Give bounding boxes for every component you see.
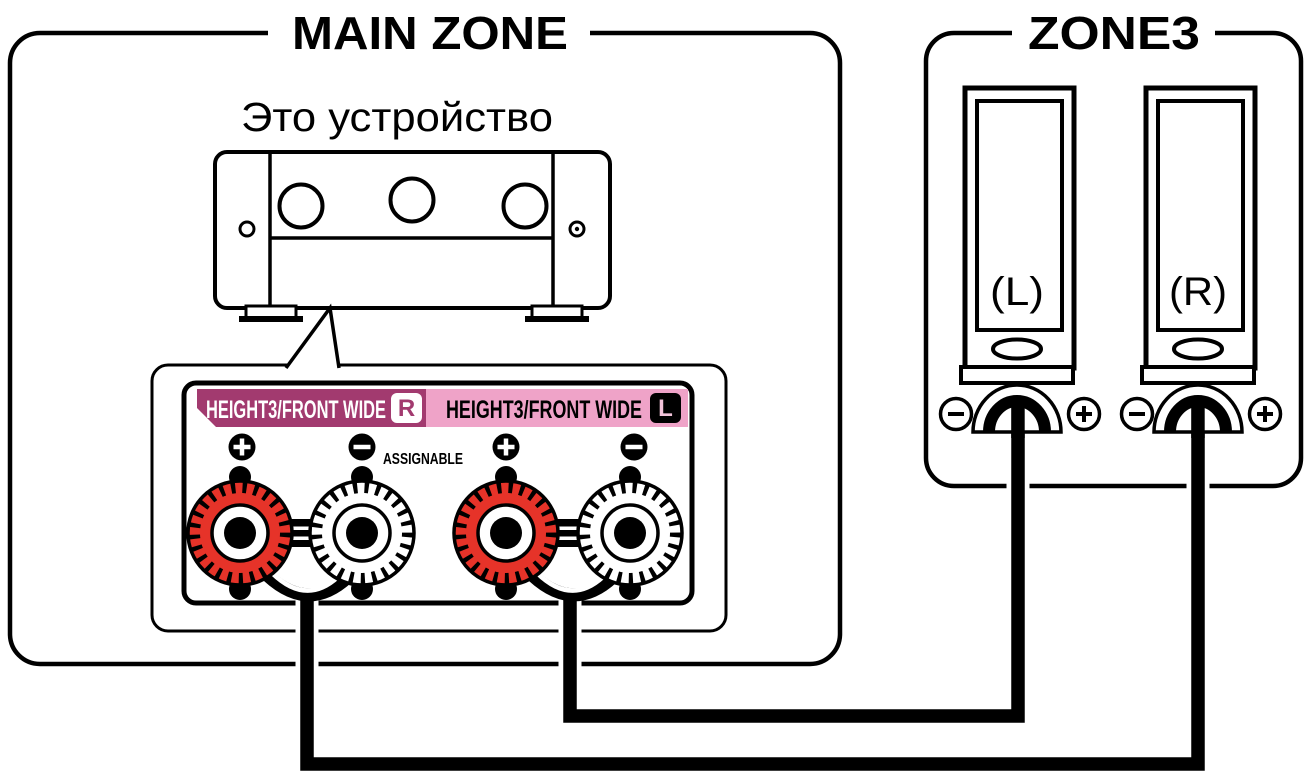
zone3-speaker-left: (L) xyxy=(938,85,1102,438)
plus-circle-icon xyxy=(492,433,520,461)
speaker-plus-icon xyxy=(1066,396,1102,432)
speaker-base xyxy=(959,365,1075,385)
cable-loop-pair-r xyxy=(257,565,353,602)
badge-r-box xyxy=(391,393,422,423)
polarity-marks xyxy=(228,433,648,461)
cable-bend xyxy=(983,395,1051,433)
speaker-cable-left-channel xyxy=(558,425,1030,728)
callout-pointer-fill xyxy=(286,308,339,368)
speaker-label-l: (L) xyxy=(990,270,1044,314)
badge-l-box xyxy=(650,393,681,423)
main-zone-title: MAIN ZONE xyxy=(292,7,568,59)
assignable-label: ASSIGNABLE xyxy=(383,451,463,468)
device-label: Это устройство xyxy=(241,94,553,140)
badge-r: R xyxy=(398,395,415,422)
callout-pointer-outline xyxy=(284,303,341,370)
speaker-base xyxy=(1140,365,1256,385)
bridge-stripe xyxy=(554,526,582,530)
speaker-grille xyxy=(975,99,1064,332)
speaker-cable-right-channel xyxy=(295,425,1210,776)
speaker-port-icon xyxy=(991,337,1043,361)
badge-l: L xyxy=(658,395,673,422)
speaker-label-r: (R) xyxy=(1169,270,1227,314)
minus-circle-icon xyxy=(348,433,376,461)
receiver-illustration xyxy=(213,150,612,322)
strip-label-right: HEIGHT3/FRONT WIDE xyxy=(206,396,386,424)
main-zone-title-gap xyxy=(268,16,590,50)
terminal-minus-white xyxy=(308,466,416,600)
zone3-title: ZONE3 xyxy=(1028,7,1200,59)
cable-stub xyxy=(1011,405,1025,438)
receiver-left-foot-base xyxy=(239,316,303,322)
plus-circle-icon xyxy=(228,433,256,461)
right-knob-icon xyxy=(501,182,549,230)
terminal-minus-white xyxy=(576,466,684,600)
speaker-minus-icon xyxy=(938,396,974,432)
speaker-plus-icon xyxy=(1247,396,1283,432)
receiver-right-foot-base xyxy=(525,316,589,322)
ir-sensor-dot xyxy=(574,226,580,232)
terminal-plus-red xyxy=(186,466,294,600)
zone3-speaker-right: (R) xyxy=(1119,85,1283,438)
zone3-title-gap xyxy=(1012,16,1215,50)
cable-bend xyxy=(1164,395,1232,433)
cable-loop-pair-l xyxy=(522,565,618,602)
height3-front-wide-r-strip xyxy=(197,389,426,427)
speaker-port-icon xyxy=(1172,337,1224,361)
speaker-grille xyxy=(1156,99,1245,332)
height3-front-wide-l-strip xyxy=(426,389,688,427)
terminal-plus-red xyxy=(452,466,560,600)
left-knob-icon xyxy=(277,182,325,230)
bridge-stripe xyxy=(288,526,314,530)
receiver-body xyxy=(213,150,612,310)
bridge-stripe xyxy=(288,536,314,540)
bridge-stripe xyxy=(554,536,582,540)
minus-circle-icon xyxy=(620,433,648,461)
center-knob-icon xyxy=(388,176,436,224)
power-led-icon xyxy=(238,220,256,238)
strip-label-left: HEIGHT3/FRONT WIDE xyxy=(446,396,642,424)
speaker-minus-icon xyxy=(1119,396,1155,432)
cable-stub xyxy=(1191,405,1205,438)
